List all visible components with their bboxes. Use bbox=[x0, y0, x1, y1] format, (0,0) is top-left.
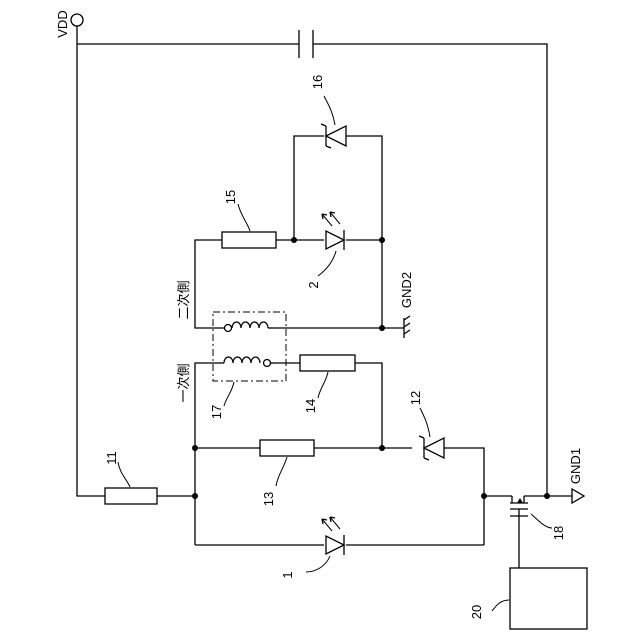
led-1-label: 1 bbox=[280, 571, 295, 578]
resistor-15: 15 bbox=[222, 190, 276, 248]
zener-12-label: 12 bbox=[408, 391, 423, 405]
controller-block-20-label: 20 bbox=[469, 605, 484, 619]
capacitor bbox=[299, 30, 313, 58]
vdd-label: VDD bbox=[55, 10, 70, 37]
zener-12: 12 bbox=[408, 391, 444, 460]
primary-winding bbox=[218, 357, 276, 367]
gnd2-symbol: GND2 bbox=[382, 272, 414, 338]
zener-16-label: 16 bbox=[310, 75, 325, 89]
mosfet-18-label: 18 bbox=[551, 526, 566, 540]
wiring bbox=[77, 26, 572, 568]
controller-block-20: 20 bbox=[469, 568, 587, 629]
zener-16: 16 bbox=[310, 75, 346, 148]
led-2-label: 2 bbox=[306, 281, 321, 288]
resistor-14-label: 14 bbox=[303, 399, 318, 413]
gnd1-symbol: GND1 bbox=[568, 448, 584, 503]
vdd-terminal: VDD bbox=[55, 10, 83, 37]
primary-side-label: 一次側 bbox=[176, 363, 191, 402]
led-2: 2 bbox=[306, 212, 344, 289]
resistor-15-label: 15 bbox=[223, 190, 238, 204]
secondary-winding bbox=[218, 322, 276, 332]
gnd2-label: GND2 bbox=[399, 272, 414, 308]
resistor-14: 14 bbox=[300, 355, 355, 413]
transformer-17: 17 bbox=[209, 312, 286, 419]
resistor-13-label: 13 bbox=[261, 492, 276, 506]
resistor-11-label: 11 bbox=[104, 451, 119, 465]
secondary-side-label: 二次側 bbox=[176, 280, 191, 319]
gnd1-label: GND1 bbox=[568, 448, 583, 484]
resistor-13: 13 bbox=[260, 440, 314, 506]
resistor-11: 11 bbox=[104, 451, 157, 504]
transformer-17-label: 17 bbox=[209, 405, 224, 419]
led-1: 1 bbox=[280, 517, 344, 579]
junction-dots bbox=[192, 237, 550, 499]
